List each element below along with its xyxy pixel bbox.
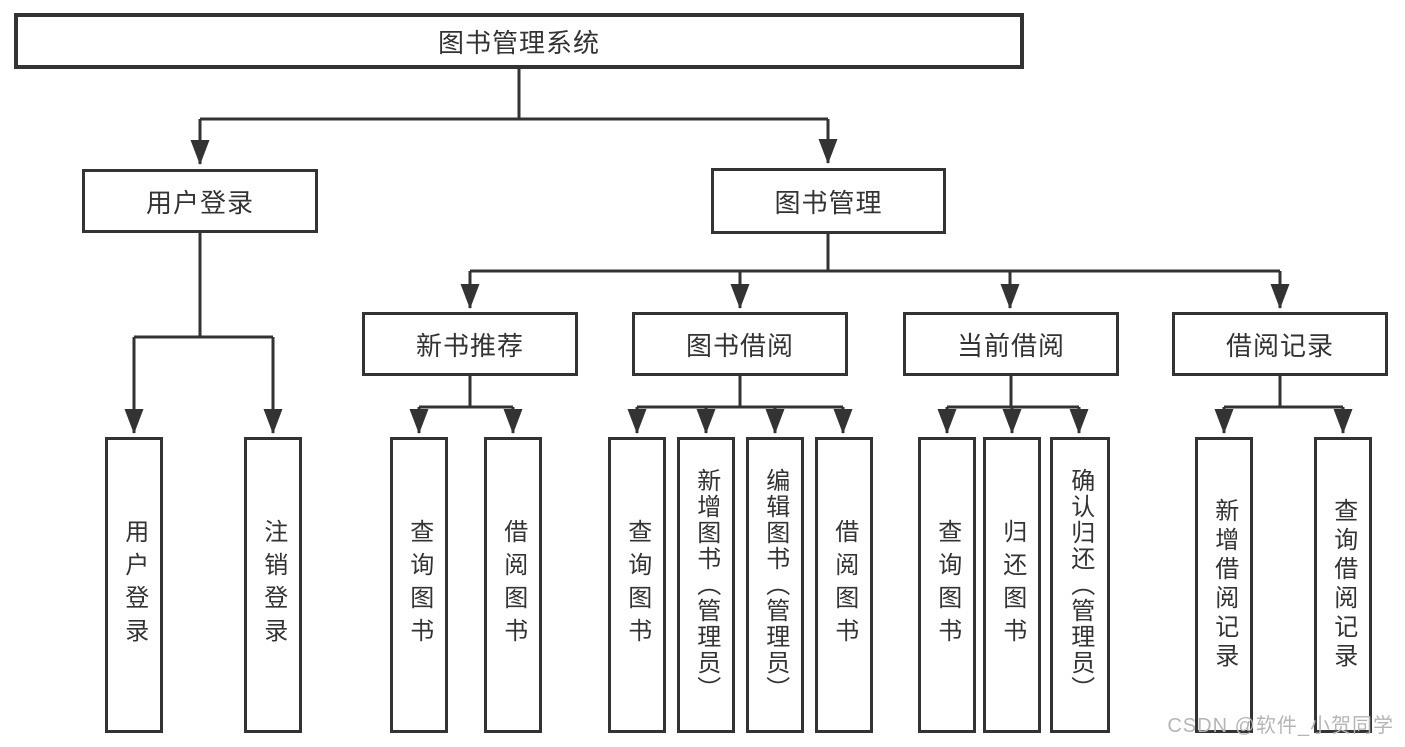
- leaf-label: 编辑图书（管理员）: [761, 468, 789, 702]
- leaf-label: 归还图书: [998, 519, 1026, 651]
- leaf-label: 借阅图书: [499, 519, 527, 651]
- leaf-borrow-books-borrow: 借阅图书: [815, 437, 873, 733]
- node-label: 借阅记录: [1225, 330, 1334, 361]
- leaf-add-book-admin: 新增图书（管理员）: [677, 437, 735, 733]
- node-label: 图书借阅: [685, 330, 794, 361]
- leaf-return-books: 归还图书: [983, 437, 1041, 733]
- csdn-watermark: CSDN @软件_小贺同学: [1167, 715, 1394, 737]
- node-label: 新书推荐: [415, 330, 524, 361]
- leaf-query-borrow-record: 查询借阅记录: [1314, 437, 1372, 733]
- leaf-edit-book-admin: 编辑图书（管理员）: [746, 437, 804, 733]
- node-book-borrowing: 图书借阅: [632, 312, 848, 376]
- leaf-query-books-recommend: 查询图书: [390, 437, 448, 733]
- leaf-label: 新增图书（管理员）: [692, 468, 720, 702]
- leaf-label: 查询图书: [933, 519, 961, 651]
- leaf-confirm-return-admin: 确认归还（管理员）: [1050, 437, 1110, 733]
- leaf-add-borrow-record: 新增借阅记录: [1195, 437, 1253, 733]
- node-current-borrowing: 当前借阅: [903, 312, 1119, 376]
- wire-bookmgmt-to-level3: [470, 234, 1280, 273]
- leaf-query-books-current: 查询图书: [918, 437, 976, 733]
- wire-current-to-leaves: [947, 376, 1079, 409]
- leaf-label: 借阅图书: [830, 519, 858, 651]
- arrowheads: [124, 119, 1353, 434]
- leaf-label: 查询图书: [623, 519, 651, 651]
- wire-userlogin-to-leaves: [134, 233, 273, 339]
- wire-recommend-to-leaves: [419, 376, 513, 409]
- leaf-label: 用户登录: [120, 519, 148, 651]
- leaf-label: 新增借阅记录: [1210, 498, 1238, 672]
- node-book-management: 图书管理: [711, 168, 946, 234]
- node-label: 图书管理: [774, 187, 883, 218]
- wire-records-to-leaves: [1224, 376, 1343, 409]
- leaf-label: 确认归还（管理员）: [1066, 468, 1094, 702]
- node-label: 图书管理系统: [437, 27, 600, 58]
- wire-root-to-level2: [200, 69, 828, 121]
- node-borrowing-records: 借阅记录: [1172, 312, 1388, 376]
- leaf-label: 注销登录: [259, 519, 287, 651]
- node-library-system: 图书管理系统: [14, 13, 1024, 69]
- leaf-query-books-borrow: 查询图书: [608, 437, 666, 733]
- leaf-logout: 注销登录: [244, 437, 302, 733]
- leaf-label: 查询图书: [405, 519, 433, 651]
- node-new-book-recommendation: 新书推荐: [362, 312, 578, 376]
- wire-borrowing-to-leaves: [637, 376, 843, 409]
- leaf-borrow-books-recommend: 借阅图书: [484, 437, 542, 733]
- node-label: 用户登录: [145, 187, 254, 218]
- node-user-login: 用户登录: [82, 169, 318, 233]
- node-label: 当前借阅: [956, 330, 1065, 361]
- leaf-user-login: 用户登录: [105, 437, 163, 733]
- leaf-label: 查询借阅记录: [1329, 498, 1357, 672]
